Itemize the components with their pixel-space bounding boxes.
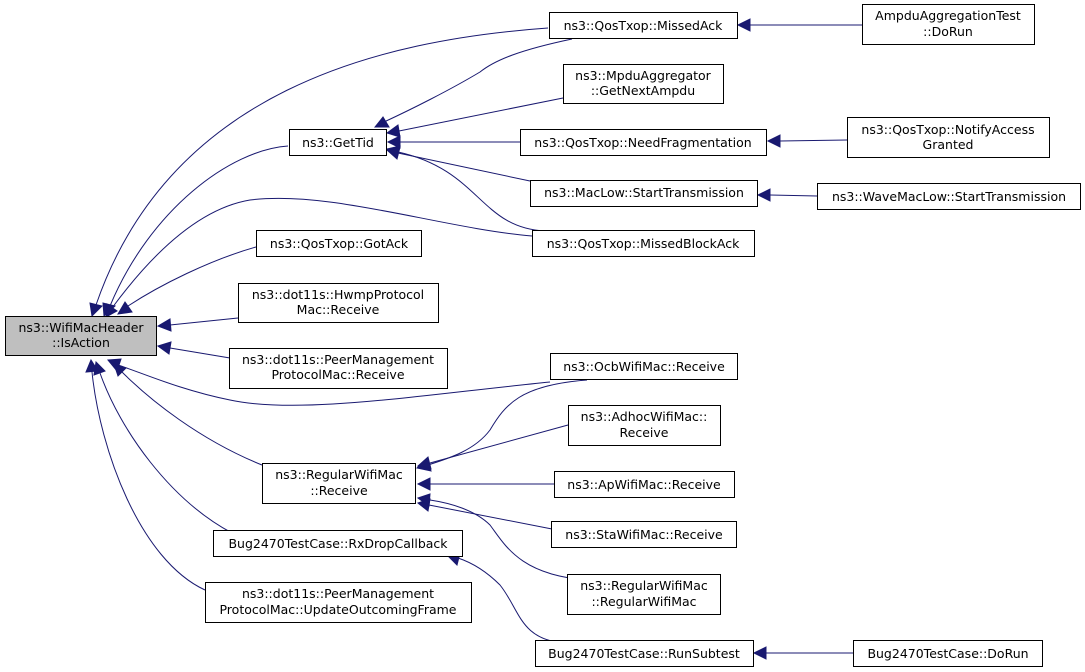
- node-label: ns3::QosTxop::NeedFragmentation: [534, 135, 751, 150]
- node-label: ns3::dot11s::PeerManagement: [242, 352, 434, 367]
- node-hwmp-mac-receive[interactable]: ns3::dot11s::HwmpProtocol Mac::Receive: [238, 283, 439, 323]
- node-adhocwifimac-receive[interactable]: ns3::AdhocWifiMac:: Receive: [568, 405, 721, 446]
- edge-regularreceive-to-isaction: [113, 363, 263, 466]
- node-label: ProtocolMac::Receive: [271, 367, 404, 382]
- edge-ap-to-regular: [416, 477, 554, 491]
- node-label: ns3::StaWifiMac::Receive: [565, 527, 723, 542]
- edge-adhoc-to-regular: [416, 424, 569, 470]
- edge-missedack-to-gettid: [373, 38, 573, 128]
- node-mpduaggregator-getnextampdu[interactable]: ns3::MpduAggregator ::GetNextAmpdu: [563, 64, 724, 104]
- edge-gotack-to-isaction: [117, 246, 257, 315]
- edge-missedack-to-isaction: [89, 27, 549, 318]
- node-label: ns3::OcbWifiMac::Receive: [563, 359, 725, 374]
- node-label: Bug2470TestCase::RunSubtest: [548, 646, 740, 661]
- node-label: Bug2470TestCase::RxDropCallback: [228, 536, 448, 551]
- node-qostxop-notifyaccessgranted[interactable]: ns3::QosTxop::NotifyAccess Granted: [847, 117, 1050, 158]
- edges: [85, 18, 862, 660]
- node-qostxop-gotack[interactable]: ns3::QosTxop::GotAck: [256, 230, 422, 257]
- node-label: ns3::WifiMacHeader: [18, 320, 144, 335]
- node-label: ns3::QosTxop::MissedBlockAck: [547, 236, 740, 251]
- node-label: AmpduAggregationTest: [875, 8, 1021, 23]
- node-label: ns3::GetTid: [302, 135, 374, 150]
- edge-wavemaclow-to-starttx: [756, 188, 818, 202]
- node-apwifimac-receive[interactable]: ns3::ApWifiMac::Receive: [554, 471, 735, 498]
- node-stawifimac-receive[interactable]: ns3::StaWifiMac::Receive: [551, 521, 737, 548]
- node-label: ::IsAction: [52, 335, 110, 350]
- edge-rxdrop-to-isaction: [93, 360, 233, 534]
- node-regularwifimac-receive[interactable]: ns3::RegularWifiMac ::Receive: [262, 463, 416, 504]
- edge-getnextampdu-to-gettid: [385, 97, 564, 138]
- node-wifimacheader-isaction[interactable]: ns3::WifiMacHeader ::IsAction: [5, 316, 157, 356]
- node-label: ::Receive: [310, 483, 368, 498]
- node-qostxop-needfragmentation[interactable]: ns3::QosTxop::NeedFragmentation: [520, 129, 767, 156]
- node-label: ns3::RegularWifiMac: [580, 578, 708, 593]
- node-label: Mac::Receive: [297, 302, 380, 317]
- edge-missedblockack-to-isaction: [105, 197, 533, 318]
- node-label: ::RegularWifiMac: [591, 594, 696, 609]
- node-wavemaclow-starttransmission[interactable]: ns3::WaveMacLow::StartTransmission: [817, 183, 1081, 210]
- node-rxdropcallback[interactable]: Bug2470TestCase::RxDropCallback: [213, 530, 463, 557]
- node-label: ns3::MacLow::StartTransmission: [544, 185, 744, 200]
- node-regularwifimac-ctor[interactable]: ns3::RegularWifiMac ::RegularWifiMac: [567, 574, 721, 615]
- node-peermgmt-updateoutcomingframe[interactable]: ns3::dot11s::PeerManagement ProtocolMac:…: [205, 582, 472, 623]
- edge-starttx-to-gettid: [385, 146, 531, 182]
- edge-update-to-isaction: [85, 358, 206, 591]
- edge-notifyaccess-to-needfrag: [766, 134, 848, 148]
- edge-ampdutest-to-missedack: [736, 18, 862, 32]
- node-qostxop-missedblockack[interactable]: ns3::QosTxop::MissedBlockAck: [532, 230, 755, 257]
- edge-peermgmt-receive-to-isaction: [156, 341, 231, 359]
- node-label: ns3::QosTxop::GotAck: [270, 236, 409, 251]
- node-label: Bug2470TestCase::DoRun: [867, 646, 1028, 661]
- edge-needfrag-to-gettid: [386, 135, 520, 149]
- node-label: ns3::AdhocWifiMac::: [581, 409, 708, 424]
- node-qostxop-missedack[interactable]: ns3::QosTxop::MissedAck: [549, 12, 738, 39]
- node-label: ns3::WaveMacLow::StartTransmission: [832, 189, 1066, 204]
- node-peermgmt-receive[interactable]: ns3::dot11s::PeerManagement ProtocolMac:…: [229, 348, 448, 389]
- edge-sta-to-regular: [416, 498, 553, 530]
- node-bug2470-runsubtest[interactable]: Bug2470TestCase::RunSubtest: [535, 640, 754, 667]
- node-maclow-starttransmission[interactable]: ns3::MacLow::StartTransmission: [530, 180, 758, 207]
- node-label: ns3::QosTxop::MissedAck: [564, 18, 724, 33]
- node-ocbwifimac-receive[interactable]: ns3::OcbWifiMac::Receive: [550, 353, 738, 380]
- edge-regularctor-to-regular: [416, 493, 588, 581]
- edge-bugdorun-to-runsubtest: [752, 646, 853, 660]
- node-gettid[interactable]: ns3::GetTid: [289, 129, 387, 156]
- node-bug2470-dorun[interactable]: Bug2470TestCase::DoRun: [853, 640, 1043, 667]
- node-label: ns3::MpduAggregator: [575, 68, 712, 83]
- node-label: Granted: [923, 137, 974, 152]
- nodes: ns3::WifiMacHeader ::IsAction ns3::GetTi…: [5, 4, 1081, 667]
- node-label: ProtocolMac::UpdateOutcomingFrame: [219, 602, 456, 617]
- node-label: ns3::ApWifiMac::Receive: [567, 477, 721, 492]
- edge-hwmp-to-isaction: [156, 317, 239, 332]
- edge-missedblockack-to-gettid: [385, 145, 546, 232]
- node-label: ::DoRun: [923, 24, 973, 39]
- node-label: Receive: [620, 425, 669, 440]
- node-label: ns3::RegularWifiMac: [275, 467, 403, 482]
- node-label: ::GetNextAmpdu: [591, 83, 695, 98]
- node-label: ns3::dot11s::HwmpProtocol: [252, 287, 424, 302]
- node-label: ns3::dot11s::PeerManagement: [242, 586, 434, 601]
- node-label: ns3::QosTxop::NotifyAccess: [861, 122, 1034, 137]
- node-ampduaggregationtest-dorun[interactable]: AmpduAggregationTest ::DoRun: [862, 4, 1035, 45]
